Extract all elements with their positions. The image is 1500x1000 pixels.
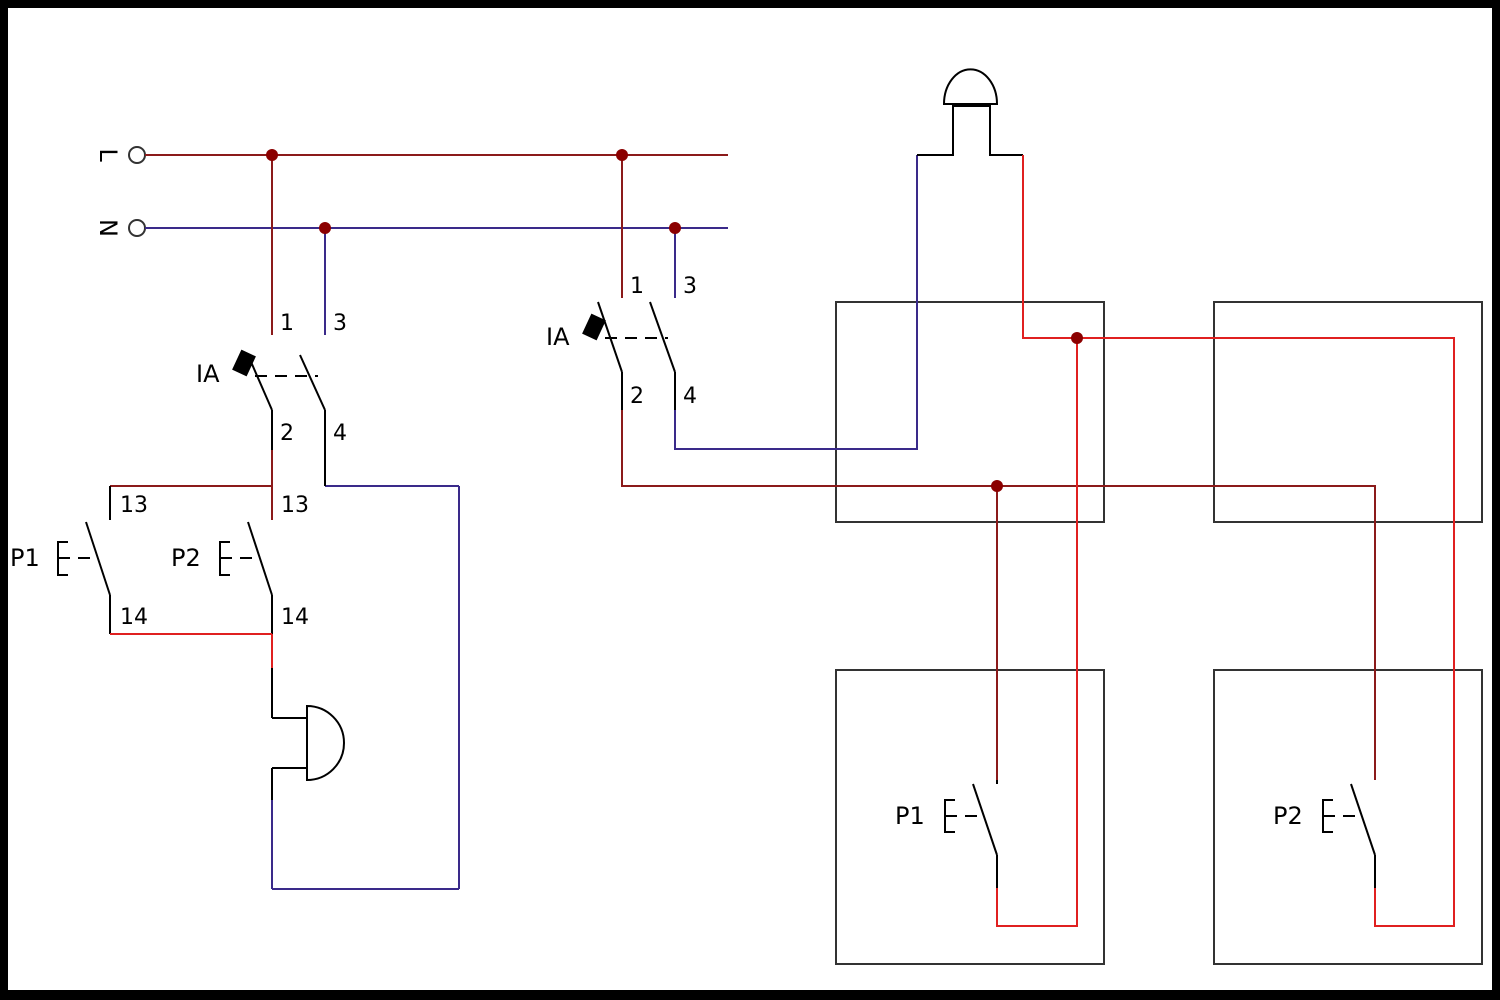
left-circuit: IA 1 3 2 4 P1 13 14 P2 13 14 [10, 155, 460, 890]
right-p1-label: P1 [895, 802, 925, 830]
line-label: L [94, 148, 122, 162]
wiring-diagram: L N IA 1 3 2 4 P1 [10, 68, 1483, 965]
right-p2-label: P2 [1273, 802, 1303, 830]
left-p2-label: P2 [171, 544, 201, 572]
right-breaker-label: IA [546, 323, 570, 351]
left-terminal-4: 4 [333, 421, 347, 446]
left-bell [271, 704, 345, 800]
left-breaker [232, 349, 326, 450]
left-p2-out-terminal: 14 [281, 605, 309, 630]
right-terminal-4: 4 [683, 384, 697, 409]
left-p1-in-terminal: 13 [120, 493, 148, 518]
diagram-frame: L N IA 1 3 2 4 P1 [8, 8, 1492, 990]
supply-terminals: L N [94, 146, 146, 237]
right-pushbutton-p1 [944, 780, 998, 888]
right-circuit: IA 1 3 2 4 P1 [546, 68, 1483, 965]
left-terminal-1: 1 [280, 311, 294, 336]
right-pushbutton-p2 [1322, 783, 1376, 888]
left-p1-out-terminal: 14 [120, 605, 148, 630]
junction-box-bottom-left [835, 669, 1105, 965]
left-terminal-3: 3 [333, 311, 347, 336]
junction-box-top-right [1213, 301, 1483, 523]
right-breaker [582, 301, 676, 410]
left-terminal-2: 2 [280, 421, 294, 446]
right-terminal-3: 3 [683, 274, 697, 299]
neutral-label: N [94, 219, 122, 237]
right-bell [917, 68, 1023, 156]
right-terminal-2: 2 [630, 384, 644, 409]
left-p1-label: P1 [10, 544, 40, 572]
junction-box-bottom-right [1213, 669, 1483, 965]
left-pushbutton-p2 [219, 521, 273, 634]
left-breaker-label: IA [196, 360, 220, 388]
left-pushbutton-p1 [57, 521, 111, 634]
left-p2-in-terminal: 13 [281, 493, 309, 518]
junction-nodes [266, 149, 1083, 492]
right-terminal-1: 1 [630, 274, 644, 299]
junction-box-top-left [835, 301, 1105, 523]
